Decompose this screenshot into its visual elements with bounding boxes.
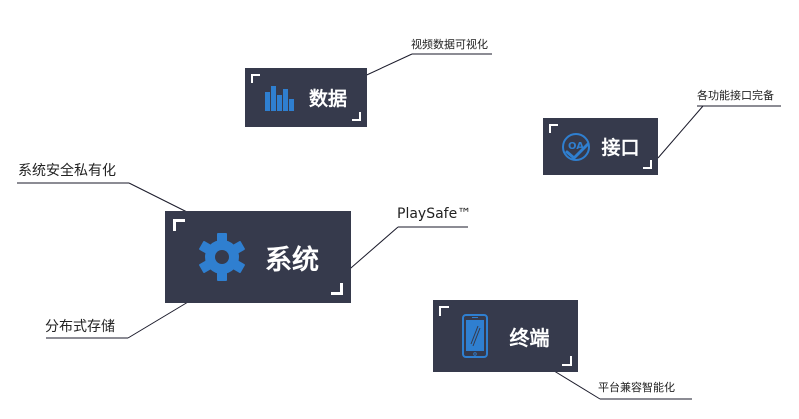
corner-bracket-top-left: [439, 306, 449, 316]
corner-bracket-bottom-right: [352, 112, 361, 121]
callout-playsafe: PlaySafe™: [397, 206, 472, 222]
corner-bracket-top-left: [251, 74, 260, 83]
corner-bracket-bottom-right: [331, 283, 343, 295]
card-label: 接口: [601, 137, 640, 159]
corner-bracket-top-left: [549, 124, 558, 133]
corner-bracket-bottom-right: [562, 356, 572, 366]
card-label: 数据: [308, 88, 347, 110]
mobile-phone-icon: [461, 314, 488, 358]
corner-bracket-top-left: [173, 219, 185, 231]
feature-card-system: 系统: [165, 211, 351, 303]
corner-bracket-bottom-right: [643, 160, 652, 169]
svg-text:OA: OA: [568, 141, 584, 152]
feature-card-data: 数据: [245, 68, 367, 127]
card-label: 系统: [265, 244, 319, 276]
gear-icon: [199, 233, 245, 281]
feature-card-terminal: 终端: [433, 300, 578, 372]
callout-platform-compat: 平台兼容智能化: [598, 381, 675, 394]
callout-distributed-storage: 分布式存储: [45, 319, 115, 335]
leader-line-api: [657, 105, 704, 159]
callout-data-visualization: 视频数据可视化: [411, 38, 488, 51]
oa-check-icon: OA: [562, 132, 591, 161]
bar-chart-icon: [264, 85, 294, 111]
callout-api-complete: 各功能接口完备: [697, 89, 774, 102]
card-label: 终端: [509, 325, 550, 350]
callout-system-security: 系统安全私有化: [18, 163, 116, 179]
feature-card-api: OA 接口: [543, 118, 658, 175]
leader-line-playsafe: [343, 226, 399, 275]
